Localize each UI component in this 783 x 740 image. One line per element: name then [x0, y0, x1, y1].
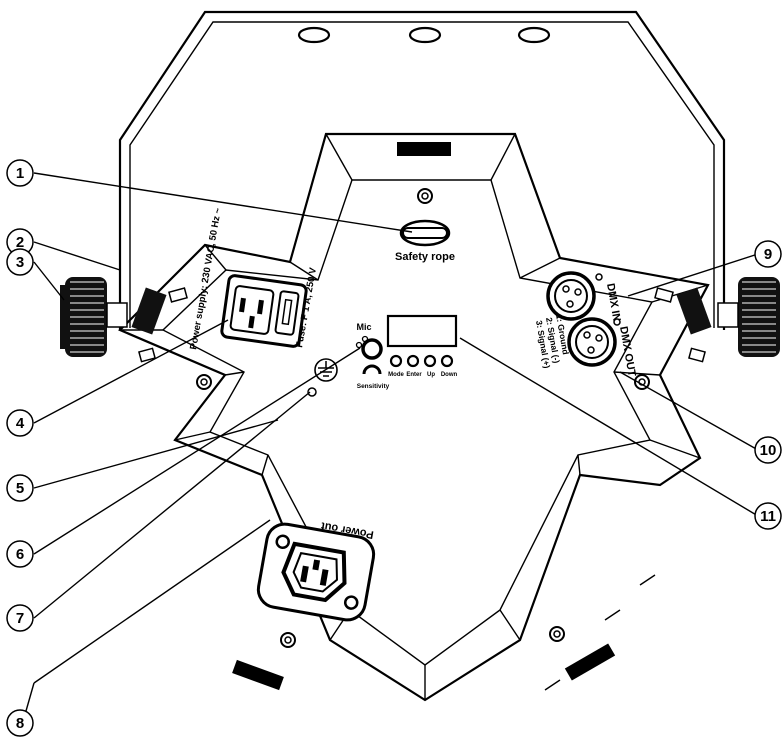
- power-supply-label: Power supply: 230 VAC, 50 Hz ~: [188, 207, 224, 351]
- mounting-bracket: [118, 10, 726, 330]
- callout-5: 5: [6, 474, 34, 502]
- left-knob: [60, 277, 188, 363]
- callout-6: 6: [6, 540, 34, 568]
- svg-text:5: 5: [16, 480, 24, 497]
- dmx-out-connector: [567, 317, 621, 367]
- callout-3: 3: [6, 248, 34, 276]
- led-display: [386, 314, 458, 348]
- rubber-pad-top: [397, 142, 451, 156]
- down-label: Down: [441, 372, 458, 378]
- svg-text:3: 3: [16, 254, 24, 271]
- svg-text:2: 2: [16, 234, 24, 251]
- callout-9: 9: [754, 240, 782, 268]
- sensitivity-label: Sensitivity: [357, 383, 390, 390]
- svg-text:10: 10: [760, 442, 777, 459]
- mode-button[interactable]: [389, 354, 403, 368]
- ground-screw: [307, 387, 317, 397]
- sensitivity-arc-icon: [362, 364, 382, 375]
- callout-7: 7: [6, 604, 34, 632]
- up-label: Up: [427, 372, 435, 378]
- right-knob: [654, 277, 780, 363]
- svg-text:8: 8: [16, 715, 24, 732]
- mic-label: Mic: [356, 322, 371, 332]
- svg-text:6: 6: [16, 546, 24, 563]
- enter-button[interactable]: [406, 354, 420, 368]
- svg-text:4: 4: [16, 415, 25, 432]
- svg-text:7: 7: [16, 610, 24, 627]
- safety-rope-label: Safety rope: [395, 251, 455, 263]
- callout-10: 10: [754, 436, 782, 464]
- mode-label: Mode: [388, 372, 404, 378]
- power-out-socket: [256, 522, 376, 622]
- svg-text:1: 1: [16, 165, 24, 182]
- callout-8: 8: [6, 709, 34, 737]
- callout-1: 1: [6, 159, 34, 187]
- rubber-pad-bottom-right: [564, 643, 616, 681]
- power-inlet-with-fuse: [220, 274, 308, 348]
- sensitivity-knob[interactable]: [361, 338, 383, 360]
- callout-4: 4: [6, 409, 34, 437]
- svg-text:11: 11: [760, 508, 776, 525]
- safety-rope-eyelet: [399, 219, 451, 247]
- callout-leaders: [33, 172, 759, 684]
- callout-11: 11: [754, 502, 782, 530]
- svg-text:9: 9: [764, 246, 772, 263]
- housing-outline: [118, 132, 710, 702]
- dmx-in-label: DMX IN: [604, 282, 623, 322]
- housing-screws: [196, 188, 650, 648]
- up-button[interactable]: [423, 354, 437, 368]
- callout-8-stem: [25, 682, 35, 712]
- dmx-in-connector: [546, 271, 603, 321]
- rubber-pad-bottom-left: [232, 659, 284, 691]
- control-buttons: [389, 354, 454, 368]
- down-button[interactable]: [440, 354, 454, 368]
- enter-label: Enter: [406, 372, 422, 378]
